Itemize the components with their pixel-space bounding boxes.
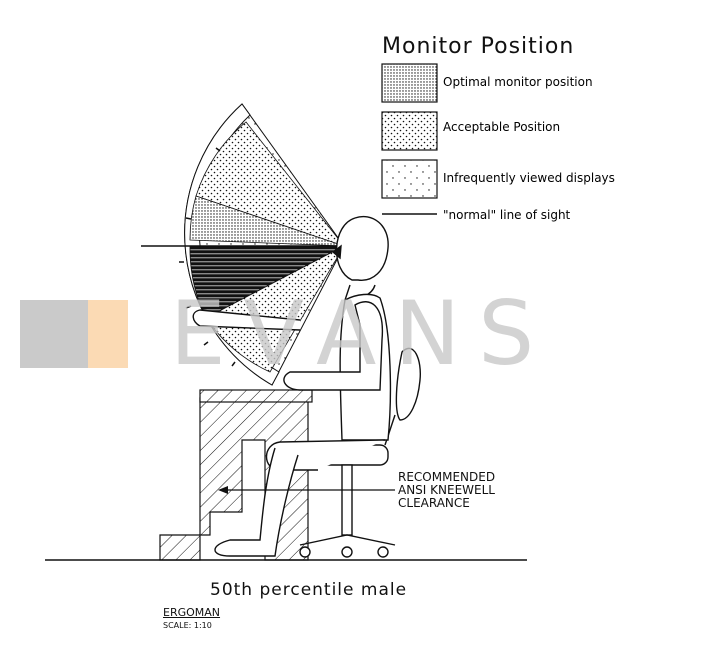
evans-watermark: EVANS <box>20 282 552 385</box>
seated-human-figure <box>192 215 392 557</box>
drawing-scale: SCALE: 1:10 <box>163 621 212 630</box>
kneewell-line: RECOMMENDED <box>398 470 496 484</box>
legend-swatch-infrequent <box>381 159 438 199</box>
legend-title: Monitor Position <box>382 34 575 59</box>
legend-label-infrequent: Infrequently viewed displays <box>443 171 615 185</box>
drawing-name: ERGOMAN <box>163 606 221 619</box>
fan-acceptable-upper <box>195 121 346 247</box>
legend-label-optimal: Optimal monitor position <box>443 75 593 89</box>
fan-optimal-sector <box>189 195 345 247</box>
kneewell-line: ANSI KNEEWELL <box>398 483 495 497</box>
watermark-text: EVANS <box>170 282 552 385</box>
legend-label-acceptable: Acceptable Position <box>443 120 561 134</box>
figure-caption: 50th percentile male <box>210 580 408 600</box>
watermark-block-accent <box>88 300 128 368</box>
legend-swatch-acceptable <box>381 111 438 151</box>
kneewell-line: CLEARANCE <box>398 496 470 510</box>
kneewell-annotation: RECOMMENDED ANSI KNEEWELL CLEARANCE <box>398 471 495 510</box>
legend-swatch-optimal <box>381 63 438 103</box>
kneewell-arrow <box>218 486 395 494</box>
watermark-curve <box>74 300 88 368</box>
legend-label-line-of-sight: "normal" line of sight <box>443 208 571 222</box>
